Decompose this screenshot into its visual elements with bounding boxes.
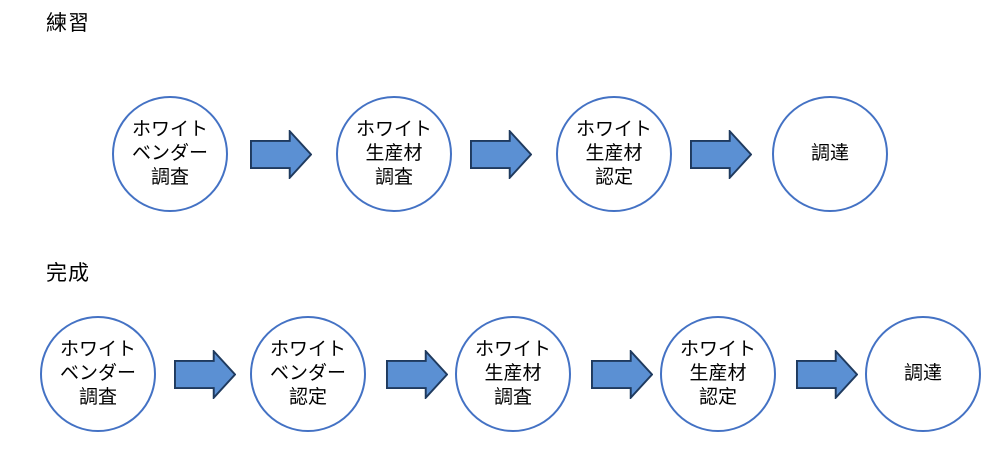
- row1-title[interactable]: 練習: [46, 12, 90, 35]
- row1-step2-circle[interactable]: ホワイト 生産材 調査: [336, 96, 452, 212]
- row2-arrow2-right-arrow-icon[interactable]: [386, 350, 448, 399]
- row2-step2-circle[interactable]: ホワイト ベンダー 認定: [250, 316, 366, 432]
- row2-arrow1-right-arrow-icon[interactable]: [174, 350, 236, 399]
- arrow-shape: [690, 130, 752, 179]
- row2-step5-circle[interactable]: 調達: [865, 316, 981, 432]
- arrow-shape: [386, 350, 448, 399]
- row1-step3-circle[interactable]: ホワイト 生産材 認定: [556, 96, 672, 212]
- row2-step3-circle[interactable]: ホワイト 生産材 調査: [455, 316, 571, 432]
- arrow-shape: [250, 130, 312, 179]
- row2-step2-label: ホワイト ベンダー 認定: [269, 339, 346, 408]
- row2-step4-circle[interactable]: ホワイト 生産材 認定: [660, 316, 776, 432]
- arrow-shape: [591, 350, 653, 399]
- arrow-shape: [796, 350, 858, 399]
- row2-step4-label: ホワイト 生産材 認定: [679, 339, 756, 408]
- row2-arrow4-right-arrow-icon[interactable]: [796, 350, 858, 399]
- row1-arrow1-right-arrow-icon[interactable]: [250, 130, 312, 179]
- row2-step3-label: ホワイト 生産材 調査: [474, 339, 551, 408]
- row2-arrow3-right-arrow-icon[interactable]: [591, 350, 653, 399]
- arrow-shape: [174, 350, 236, 399]
- row1-step4-circle[interactable]: 調達: [772, 96, 888, 212]
- row1-step1-label: ホワイト ベンダー 調査: [131, 119, 208, 188]
- row1-step1-circle[interactable]: ホワイト ベンダー 調査: [112, 96, 228, 212]
- row2-step1-circle[interactable]: ホワイト ベンダー 調査: [40, 316, 156, 432]
- row1-step4-label: 調達: [810, 143, 849, 164]
- row1-step3-label: ホワイト 生産材 認定: [575, 119, 652, 188]
- arrow-shape: [470, 130, 532, 179]
- row2-title[interactable]: 完成: [46, 262, 90, 285]
- row2-step1-label: ホワイト ベンダー 調査: [59, 339, 136, 408]
- row1-step2-label: ホワイト 生産材 調査: [355, 119, 432, 188]
- row1-arrow2-right-arrow-icon[interactable]: [470, 130, 532, 179]
- row1-arrow3-right-arrow-icon[interactable]: [690, 130, 752, 179]
- row2-step5-label: 調達: [903, 363, 942, 384]
